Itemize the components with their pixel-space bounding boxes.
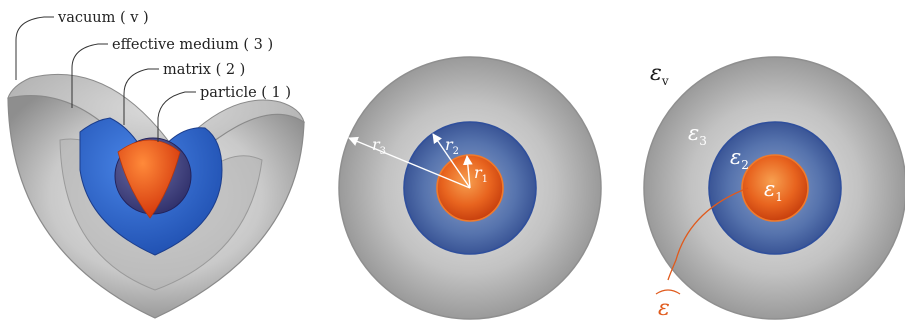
label-vacuum: vacuum ( v ) <box>57 10 149 26</box>
label-matrix: matrix ( 2 ) <box>163 62 245 78</box>
eps-3-label: ε3 <box>688 121 707 148</box>
cutaway-sphere <box>7 74 305 319</box>
radius-r2-arrow <box>432 133 471 189</box>
label-effective-medium: effective medium ( 3 ) <box>112 37 273 53</box>
particle-wedge <box>117 139 181 219</box>
eps-hat-label: ε <box>655 289 681 321</box>
leader-matrix <box>123 68 159 125</box>
effective-permittivity-leader <box>667 187 749 281</box>
leader-particle <box>157 91 196 142</box>
eps-hat-accent <box>655 289 681 295</box>
leader-vacuum <box>15 16 54 80</box>
radius-r2-label: r2 <box>445 135 459 157</box>
label-particle: particle ( 1 ) <box>200 85 291 101</box>
eps-1-label: ε1 <box>764 177 783 204</box>
eps-v-label: εv <box>650 61 669 88</box>
radius-r3-label: r3 <box>372 135 386 157</box>
eps-hat-symbol: ε <box>658 296 670 321</box>
label-leaders <box>15 16 196 142</box>
eps-2-label: ε2 <box>730 145 749 172</box>
cross-section-radii: r3 r2 r1 <box>338 56 602 320</box>
radius-r1-label: r1 <box>474 163 488 185</box>
radius-r1-arrow <box>462 155 473 189</box>
radius-r3-arrow <box>348 136 471 189</box>
region-1-disk-right <box>741 154 809 222</box>
cross-section-permittivity: εv ε3 ε2 ε1 ε <box>643 56 905 321</box>
leader-effective-medium <box>71 43 108 108</box>
